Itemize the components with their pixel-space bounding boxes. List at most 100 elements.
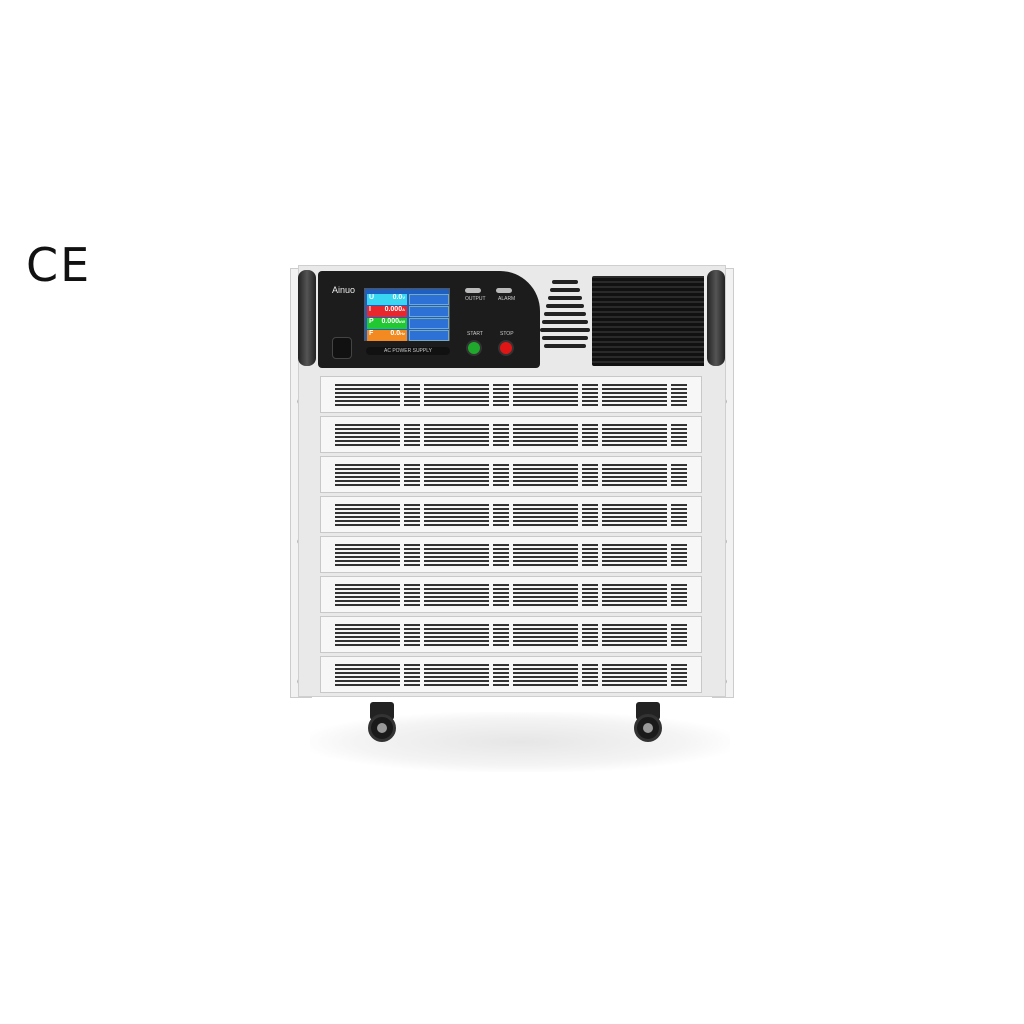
- vent-slot-group: [602, 663, 667, 686]
- panel-label: AC POWER SUPPLY: [366, 347, 450, 355]
- vent-slot-group: [513, 663, 578, 686]
- vent-slot-group: [670, 383, 687, 406]
- power-module-drawer: [320, 376, 702, 413]
- vent-slot-group: [492, 383, 509, 406]
- vent-slot-group: [492, 423, 509, 446]
- vent-slot-group: [581, 623, 598, 646]
- ce-mark: CE: [26, 238, 92, 292]
- screen-menu-area: [409, 330, 449, 341]
- vent-slot-group: [581, 383, 598, 406]
- stop-label: STOP: [500, 331, 514, 337]
- vent-slot-group: [602, 623, 667, 646]
- vent-slot-group: [670, 463, 687, 486]
- start-button[interactable]: [466, 340, 482, 356]
- fan-grille: [592, 276, 704, 366]
- vent-slot-group: [335, 583, 400, 606]
- vent-slot-group: [492, 623, 509, 646]
- vent-slot-group: [670, 583, 687, 606]
- vent-slot-group: [602, 543, 667, 566]
- vent-slot-group: [513, 543, 578, 566]
- vent-slot-group: [670, 543, 687, 566]
- vent-slot-group: [492, 503, 509, 526]
- vent-slot-group: [670, 623, 687, 646]
- vent-slot: [542, 320, 588, 324]
- power-module-drawer: [320, 576, 702, 613]
- caster-wheel-right: [630, 702, 666, 742]
- screen-menu-area: [409, 318, 449, 329]
- power-module-drawer: [320, 536, 702, 573]
- vent-slot-group: [513, 383, 578, 406]
- vent-slot-group: [424, 623, 489, 646]
- vent-slot-group: [602, 383, 667, 406]
- vent-slot-group: [670, 663, 687, 686]
- power-module-drawer: [320, 416, 702, 453]
- vent-slot-group: [602, 463, 667, 486]
- output-label: OUTPUT: [465, 296, 486, 302]
- vent-slot-group: [403, 543, 420, 566]
- vent-slot-group: [513, 463, 578, 486]
- vent-slot-group: [581, 463, 598, 486]
- power-switch[interactable]: [332, 337, 352, 359]
- screen-menu-area: [409, 294, 449, 305]
- vent-slot-group: [581, 663, 598, 686]
- vent-slot-group: [403, 583, 420, 606]
- vent-slot-group: [424, 503, 489, 526]
- vent-slot-group: [424, 383, 489, 406]
- vent-slot-group: [513, 623, 578, 646]
- vent-slot-group: [424, 583, 489, 606]
- vent-slot-group: [581, 423, 598, 446]
- screen-menu-area: [409, 306, 449, 317]
- vent-slot-group: [602, 503, 667, 526]
- vent-slot-group: [492, 543, 509, 566]
- vent-slot-group: [335, 423, 400, 446]
- vent-slot-group: [492, 583, 509, 606]
- center-vent: [540, 280, 590, 362]
- vent-slot-group: [581, 543, 598, 566]
- output-indicator-led: [465, 288, 481, 293]
- right-handle[interactable]: [707, 270, 725, 366]
- vent-slot-group: [513, 583, 578, 606]
- alarm-indicator-led: [496, 288, 512, 293]
- vent-slot-group: [581, 503, 598, 526]
- power-module-drawer: [320, 496, 702, 533]
- vent-slot-group: [670, 423, 687, 446]
- vent-slot-group: [602, 583, 667, 606]
- vent-slot: [544, 312, 586, 316]
- power-module-drawer: [320, 616, 702, 653]
- vent-slot-group: [424, 463, 489, 486]
- vent-slot-group: [581, 583, 598, 606]
- vent-slot-group: [403, 503, 420, 526]
- vent-slot-group: [403, 383, 420, 406]
- vent-slot-group: [492, 663, 509, 686]
- vent-slot-group: [602, 423, 667, 446]
- vent-slot-group: [424, 423, 489, 446]
- vent-slot-group: [424, 663, 489, 686]
- power-module-drawer: [320, 456, 702, 493]
- vent-slot-group: [403, 463, 420, 486]
- vent-slot: [540, 328, 590, 332]
- vent-slot-group: [424, 543, 489, 566]
- vent-slot-group: [335, 543, 400, 566]
- vent-slot-group: [492, 463, 509, 486]
- vent-slot-group: [403, 423, 420, 446]
- vent-slot: [542, 336, 588, 340]
- stop-button[interactable]: [498, 340, 514, 356]
- vent-slot: [550, 288, 580, 292]
- power-module-drawer: [320, 656, 702, 693]
- vent-slot: [546, 304, 584, 308]
- brand-logo: Ainuo: [332, 285, 356, 295]
- vent-slot-group: [513, 423, 578, 446]
- vent-slot-group: [403, 623, 420, 646]
- vent-slot-group: [335, 383, 400, 406]
- vent-slot-group: [335, 663, 400, 686]
- start-label: START: [467, 331, 483, 337]
- caster-wheel-left: [364, 702, 400, 742]
- vent-slot-group: [513, 503, 578, 526]
- left-handle[interactable]: [298, 270, 316, 366]
- alarm-label: ALARM: [498, 296, 516, 302]
